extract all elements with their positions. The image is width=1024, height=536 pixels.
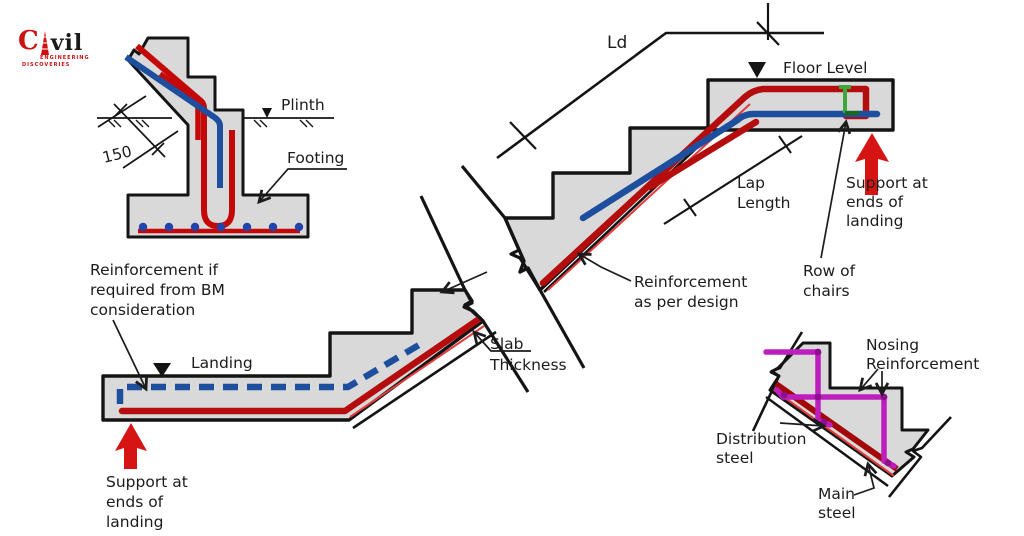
- lap-bar-red: [646, 118, 760, 191]
- ld-tick-left: [509, 121, 537, 150]
- label-support-left-2: ends of: [106, 493, 164, 511]
- dim-150-ticks: [114, 103, 165, 156]
- reinforcement-bm-leader: [112, 319, 148, 392]
- brand-logo: C vil ENGINEERING DISCOVERIES: [18, 28, 98, 68]
- dim-150-line: [113, 103, 166, 158]
- nosing-cut-line-lower: [887, 416, 952, 498]
- label-ld: Ld: [607, 33, 627, 53]
- landing-bottom-bar-red: [118, 315, 483, 415]
- landing-top-bar-blue-dashed: [116, 342, 421, 404]
- footing-leader-line: [257, 168, 347, 205]
- label-nosing-2: Reinforcement: [866, 355, 979, 373]
- label-lap-length-2: Length: [737, 194, 790, 212]
- distribution-bar-blue-upper: [579, 110, 881, 222]
- nosing-detail: Nosing Reinforcement Distribution steel …: [716, 331, 979, 522]
- brand-logo-wordmark: C vil: [18, 26, 98, 56]
- label-reinforcement-bm-1: Reinforcement if: [90, 261, 219, 279]
- chair-green: [839, 85, 851, 113]
- label-row-of-chairs-2: chairs: [803, 282, 850, 300]
- main-steel-leader: [853, 461, 878, 496]
- label-support-right-1: Support at: [846, 174, 928, 192]
- logo-letters-vil: vil: [50, 30, 84, 56]
- label-row-of-chairs-1: Row of: [803, 262, 856, 280]
- floor-level-marker: [748, 62, 766, 78]
- break-line-left: [419, 195, 530, 393]
- support-arrow-left: [115, 423, 147, 469]
- label-distribution-1: Distribution: [716, 430, 806, 448]
- upper-soffit-outer-line: [543, 138, 707, 293]
- label-reinforcement-design-1: Reinforcement: [634, 273, 747, 291]
- nosing-cut-line-upper: [751, 331, 804, 432]
- footing-distribution-dots: [138, 222, 304, 232]
- logo-letter-c: C: [18, 26, 39, 56]
- logo-subtitle-discoveries: DISCOVERIES: [22, 62, 71, 68]
- footing-detail: 150 Plinth Footing: [97, 36, 347, 239]
- label-slab-thickness-1: Slab: [490, 335, 523, 353]
- landing-level-marker: [153, 363, 171, 377]
- lap-length-ticks: [683, 135, 792, 217]
- lower-bar-highlight-red: [349, 325, 485, 418]
- label-reinforcement-design-2: as per design: [634, 293, 739, 311]
- lap-length-dimension: [663, 135, 803, 225]
- slab-thickness-dim-line: [439, 271, 488, 295]
- lower-soffit-outer-line: [352, 330, 497, 430]
- label-support-right-2: ends of: [846, 193, 904, 211]
- footing-bar-blue: [124, 54, 223, 188]
- slab-thickness-leader: [472, 329, 531, 352]
- nosing-leader-1: [858, 368, 879, 393]
- plinth-level-marker: [262, 108, 272, 118]
- ld-dimension-line: [496, 31, 824, 160]
- distribution-steel-leader: [779, 418, 827, 433]
- ground-hatch-marks: [107, 119, 314, 128]
- tower-icon: [40, 31, 49, 55]
- support-arrow-right: [855, 133, 889, 195]
- main-stair-section: Ld Floor Level Lap Length Support at end…: [90, 3, 928, 531]
- label-reinforcement-bm-3: consideration: [90, 301, 195, 319]
- label-support-left-3: landing: [106, 513, 163, 531]
- main-bar-red-upper: [539, 85, 870, 287]
- reinforcement-design-leader: [576, 252, 632, 282]
- label-support-left-1: Support at: [106, 473, 188, 491]
- label-nosing-1: Nosing: [866, 336, 919, 354]
- label-lap-length-1: Lap: [737, 174, 765, 192]
- label-support-right-3: landing: [846, 212, 903, 230]
- label-floor-level: Floor Level: [783, 59, 867, 77]
- label-main-steel-1: Main: [818, 485, 855, 503]
- label-main-steel-2: steel: [818, 504, 856, 522]
- concrete-upper-flight: [503, 78, 895, 292]
- break-line-right: [460, 164, 586, 369]
- label-reinforcement-bm-2: required from BM: [90, 281, 225, 299]
- label-distribution-2: steel: [716, 449, 754, 467]
- footing-main-bar-red: [135, 43, 235, 229]
- label-slab-thickness-2: Thickness: [489, 356, 567, 374]
- label-landing: Landing: [191, 354, 253, 372]
- row-of-chairs-leader: [820, 119, 852, 259]
- label-plinth: Plinth: [281, 96, 325, 114]
- logo-subtitle-engineering: ENGINEERING: [40, 55, 90, 61]
- label-footing: Footing: [287, 149, 344, 167]
